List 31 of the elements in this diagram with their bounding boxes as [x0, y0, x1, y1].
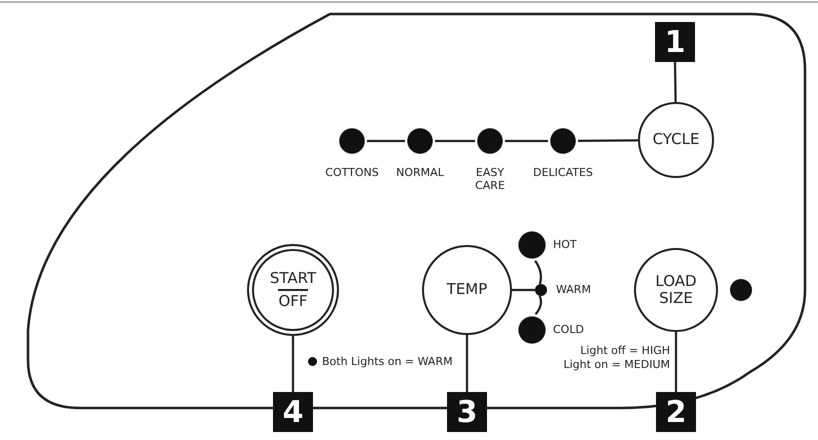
leader-line: [674, 332, 678, 392]
connector-line: [578, 139, 638, 142]
round-control-button: TEMP: [422, 245, 512, 335]
note-text: Light off = HIGH: [580, 344, 670, 357]
note-text: Both Lights on = WARM: [322, 355, 453, 368]
light-label: DELICATES: [533, 166, 593, 179]
connector-line: [505, 140, 548, 142]
connector-line: [534, 260, 542, 284]
connector-line: [512, 288, 535, 292]
round-control-button: LOAD SIZE: [634, 248, 718, 332]
leader-line: [292, 336, 294, 392]
callout-number: 2: [656, 392, 696, 432]
round-control-button: START OFF: [247, 244, 339, 336]
callout-number: 4: [273, 392, 313, 432]
indicator-light: [535, 284, 547, 296]
light-label: NORMAL: [396, 166, 444, 179]
note-text: Light on = MEDIUM: [563, 358, 670, 371]
light-label: EASY CARE: [474, 166, 506, 192]
light-label: WARM: [556, 283, 591, 296]
leader-line: [674, 62, 677, 102]
light-label: COTTONS: [325, 166, 379, 179]
light-label: HOT: [553, 238, 577, 251]
connector-line: [367, 140, 405, 142]
indicator-light: [730, 279, 752, 301]
callout-number: 3: [447, 392, 487, 432]
callout-number: 1: [655, 22, 695, 62]
connector-line: [534, 295, 542, 316]
round-control-button: CYCLE: [638, 102, 714, 178]
leader-line: [466, 335, 468, 392]
light-label: COLD: [553, 323, 584, 336]
connector-line: [435, 140, 475, 142]
